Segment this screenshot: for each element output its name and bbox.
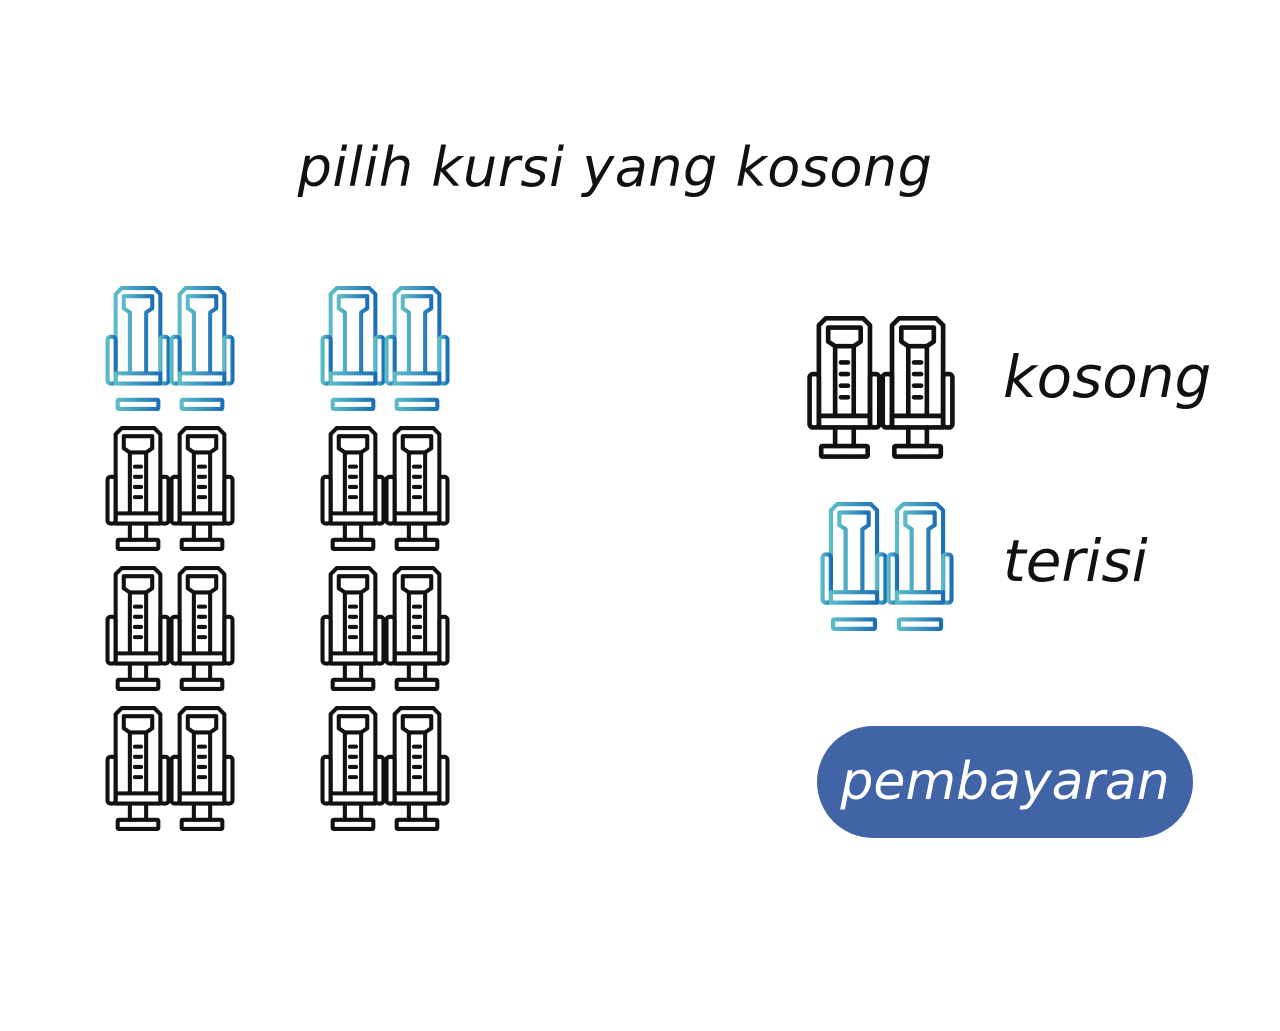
double-seat-icon [105,286,235,412]
double-seat-icon [105,566,235,692]
legend-filled-icon [817,502,957,632]
seat-1-2-terisi[interactable] [320,286,450,412]
payment-button[interactable]: pembayaran [817,726,1193,838]
seat-3-1-kosong[interactable] [105,566,235,692]
double-seat-icon [105,706,235,832]
double-seat-icon [320,426,450,552]
double-seat-icon [320,566,450,692]
seat-3-2-kosong[interactable] [320,566,450,692]
legend-filled-label: terisi [1003,527,1148,595]
seat-4-2-kosong[interactable] [320,706,450,832]
double-seat-icon [105,426,235,552]
page-title: pilih kursi yang kosong [297,136,933,199]
seat-2-1-kosong[interactable] [105,426,235,552]
seat-1-1-terisi[interactable] [105,286,235,412]
seat-2-2-kosong[interactable] [320,426,450,552]
legend-empty-icon [804,316,958,460]
double-seat-icon [320,286,450,412]
legend-empty-label: kosong [1003,343,1212,411]
double-seat-icon [320,706,450,832]
seat-4-1-kosong[interactable] [105,706,235,832]
